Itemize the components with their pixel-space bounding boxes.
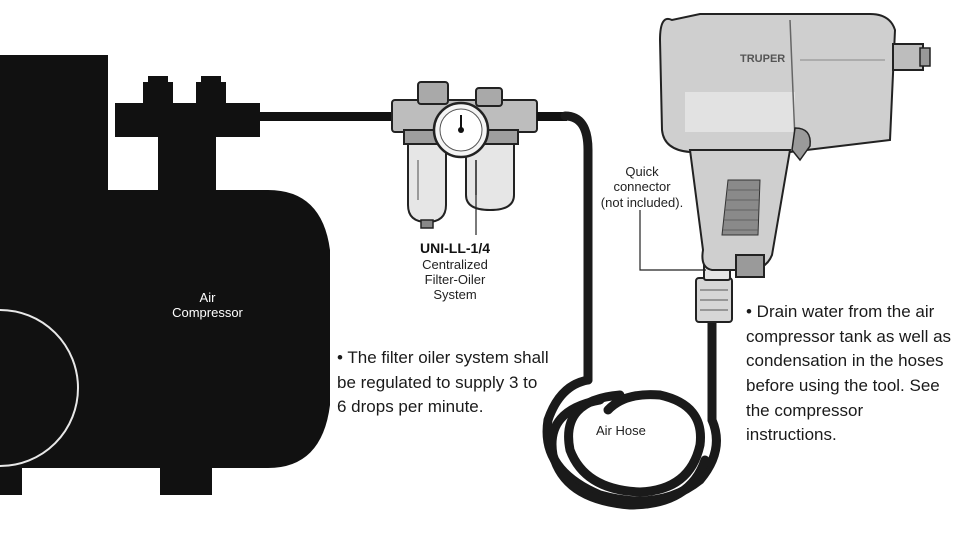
connector-label-line2: connector (613, 179, 671, 195)
drain-note-line6: instructions. (746, 425, 837, 445)
drain-note-line1: • Drain water from the air (746, 302, 935, 321)
filter-desc-line2: Filter-Oiler (424, 271, 486, 287)
drain-note: • Drain water from the air compressor ta… (746, 300, 956, 448)
air-hose-icon (542, 111, 721, 510)
drain-note-line5: the compressor (746, 400, 864, 420)
air-compressor-icon (0, 55, 395, 495)
connector-label-line3: (not included). (600, 194, 684, 210)
filter-desc-line1: Centralized (422, 256, 488, 272)
oiler-note: • The filter oiler system shall be regul… (337, 346, 587, 420)
oiler-note-line3: 6 drops per minute. (337, 397, 484, 417)
pressure-gauge-icon (432, 101, 490, 159)
compressor-label: Air Compressor (165, 290, 250, 321)
compressor-label-line2: Compressor (172, 305, 243, 321)
filter-desc-line3: System (433, 287, 477, 303)
oiler-note-line2: be regulated to supply 3 to (337, 372, 538, 392)
hose-label: Air Hose (596, 423, 646, 438)
drain-note-line4: before using the tool. See (746, 375, 940, 395)
filter-oiler-icon (391, 81, 567, 229)
filter-model-text: UNI-LL-1/4 (420, 240, 490, 256)
impact-wrench-icon (658, 13, 931, 278)
connector-label-line1: Quick (625, 164, 659, 179)
brand-label: TRUPER (740, 53, 785, 65)
oiler-note-line1: • The filter oiler system shall (337, 348, 549, 367)
compressor-label-line1: Air (199, 290, 216, 305)
drain-note-line2: compressor tank as well as (746, 326, 952, 346)
drain-note-line3: condensation in the hoses (746, 351, 944, 371)
filter-label: UNI-LL-1/4 Centralized Filter-Oiler Syst… (400, 240, 510, 303)
connector-label: Quick connector (not included). (596, 164, 688, 210)
